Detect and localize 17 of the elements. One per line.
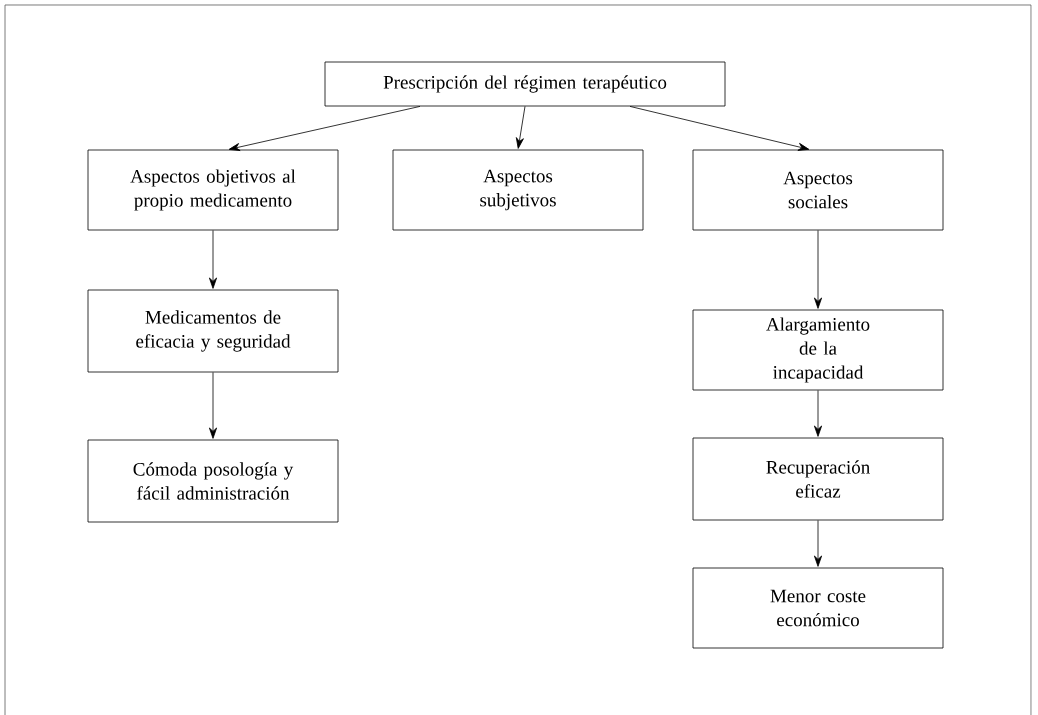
text-box: Recuperación eficaz — [692, 437, 944, 521]
arrow — [629, 106, 810, 151]
text-box: Prescripción del régimen terapéutico — [324, 61, 726, 107]
text-box: Menor coste económico — [692, 567, 944, 649]
text-box: Cómoda posología y fácil administración — [87, 439, 339, 523]
text-box: Aspectos objetivos al propio medicamento — [87, 149, 339, 231]
text-box: Alargamiento de la incapacidad — [692, 309, 944, 391]
text-box: Aspectos sociales — [692, 149, 944, 231]
arrow — [209, 230, 217, 289]
arrow — [228, 106, 421, 151]
text-box: Medicamentos de eficacia y seguridad — [87, 289, 339, 373]
text-box: Aspectos subjetivos — [392, 149, 644, 231]
arrow — [814, 390, 823, 437]
arrow — [814, 520, 823, 567]
arrow — [515, 106, 526, 149]
arrow — [814, 230, 823, 309]
arrow — [209, 372, 217, 439]
